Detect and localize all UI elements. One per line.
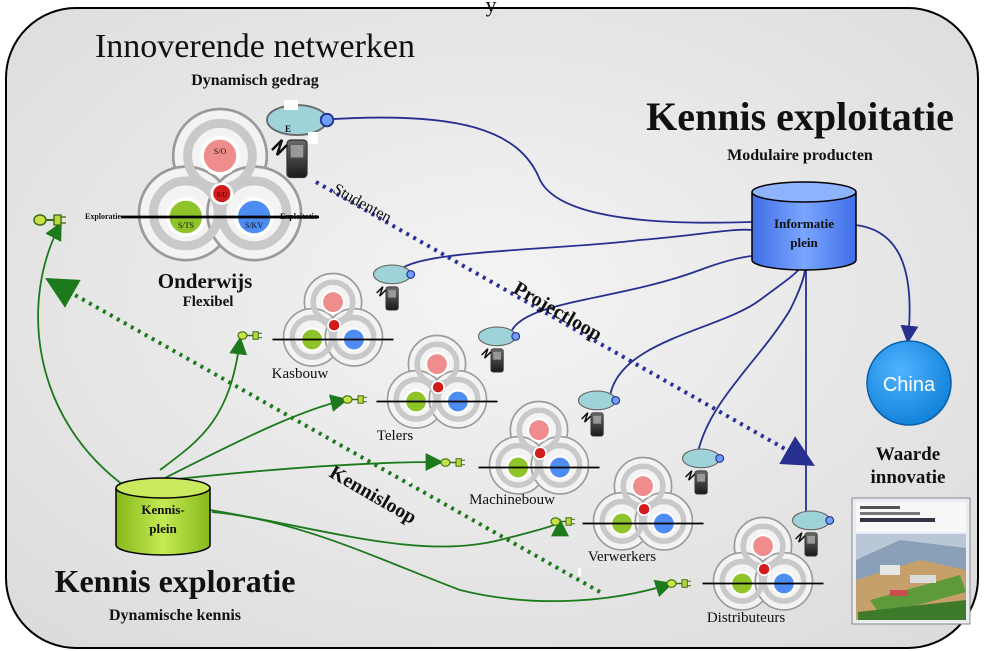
kennis-label-line2: plein (149, 521, 177, 536)
node-sts-label: S/TS (178, 221, 194, 230)
exploration-title: Kennis exploratie (55, 563, 296, 599)
link-verwerkers-informatie (697, 267, 806, 453)
distributeurs-label: Distributeurs (707, 610, 785, 626)
china-node: China (866, 340, 952, 426)
machinebouw-label: Machinebouw (469, 492, 555, 508)
verwerkers-network: Verwerkers (550, 448, 725, 565)
kasbouw-label: Kasbouw (272, 366, 329, 382)
node-su-label: S/U (217, 191, 228, 199)
exploration-links (37, 221, 674, 603)
onderwijs-sublabel: Flexibel (183, 294, 234, 310)
node-so-label: S/O (214, 147, 227, 156)
link-kennis-onderwijs (37, 221, 131, 491)
link-kennis-verwerkers (209, 509, 569, 548)
decorative-mark (408, 478, 411, 484)
exploitation-title: Kennis exploitatie (646, 94, 954, 139)
machinebouw-network: Machinebouw (440, 390, 621, 508)
network-subtitle: Dynamisch gedrag (191, 72, 319, 89)
decorative-mark (578, 568, 581, 576)
kasbouw-network: Kasbouw (237, 264, 416, 382)
top-fragment: y (486, 0, 497, 17)
onderwijs-exploratie-label: Exploratie (85, 212, 121, 221)
link-informatie-china (854, 224, 919, 344)
telers-label: Telers (377, 428, 414, 444)
verwerkers-label: Verwerkers (588, 549, 656, 565)
badge-highlight (284, 100, 298, 110)
link-kasbouw-informatie (399, 228, 753, 271)
book-cover-image (851, 497, 971, 625)
exploitation-links (317, 116, 919, 514)
link-kennis-telers (164, 394, 349, 479)
phone-badge-label: E (285, 124, 291, 134)
kennisloop-arrow (45, 278, 601, 594)
waarde-label-line2: innovatie (871, 467, 946, 488)
node-skv-label: S/KV (245, 221, 263, 230)
onderwijs-exploitatie-label: Exploitatie (280, 212, 318, 221)
link-machinebouw-informatie (609, 267, 801, 397)
exploitation-subtitle: Modulaire producten (727, 147, 873, 164)
kennis-plein-database: Kennis- plein (115, 477, 211, 556)
informatie-label-line1: Informatie (774, 216, 834, 231)
link-kennis-machinebouw (167, 453, 444, 481)
onderwijs-network: Exploratie Exploitatie S/O S/U S/TS S/KV… (33, 100, 335, 310)
telers-network: Telers (342, 326, 521, 444)
badge-highlight (308, 132, 318, 144)
china-label: China (883, 374, 936, 396)
link-kennis-kasbouw (159, 336, 248, 471)
onderwijs-label: Onderwijs (158, 269, 253, 293)
informatie-label-line2: plein (790, 235, 818, 250)
kennis-label-line1: Kennis- (141, 502, 184, 517)
network-title: Innoverende netwerken (95, 28, 415, 65)
link-onderwijs-informatie (317, 116, 753, 224)
distributeurs-network: Distributeurs (666, 510, 835, 626)
link-verwerkers-kennis (211, 511, 674, 603)
informatie-plein-database: Informatie plein (751, 181, 857, 271)
exploration-subtitle: Dynamische kennis (109, 607, 241, 624)
waarde-label-line1: Waarde (876, 444, 940, 465)
